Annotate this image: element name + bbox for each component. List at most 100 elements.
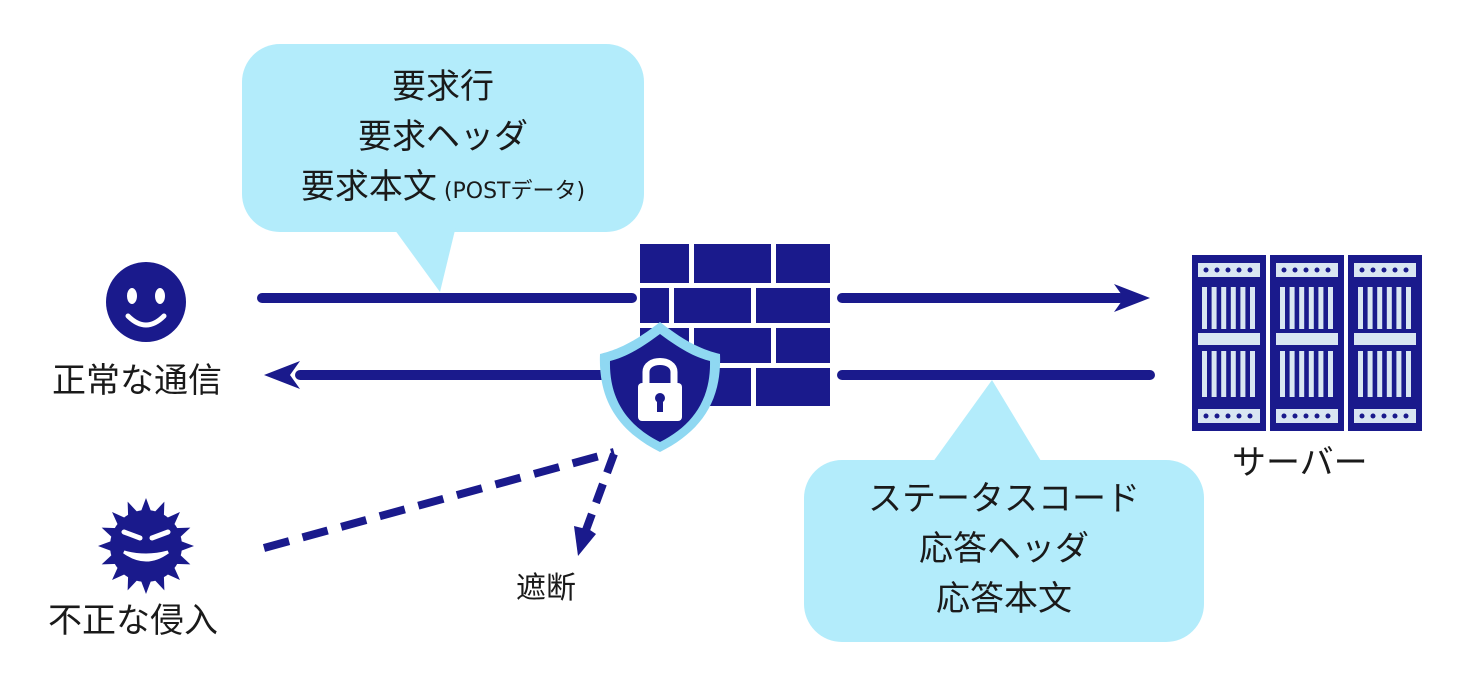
server-drive-bar [1358, 351, 1363, 397]
server-led [1225, 413, 1231, 419]
blocked-label: 遮断 [516, 571, 576, 606]
shield-lock-icon [599, 322, 721, 452]
server-drive-bar [1308, 351, 1314, 397]
response-headers: 応答ヘッダ [919, 529, 1089, 569]
server-drive-bar [1202, 287, 1207, 329]
request-headers: 要求ヘッダ [358, 117, 528, 157]
normal-traffic-label: 正常な通信 [52, 361, 222, 401]
server-divider [1354, 333, 1416, 345]
request-line: 要求行 [392, 67, 494, 107]
server-led [1281, 413, 1287, 419]
status-code: ステータスコード [868, 479, 1140, 519]
virus-spike [98, 540, 113, 552]
virus-spike [179, 540, 194, 552]
server-led [1303, 413, 1309, 419]
server-drive-bar [1240, 287, 1246, 329]
virus-spike [140, 579, 152, 594]
server-led [1214, 413, 1220, 419]
server-drive-bar [1280, 287, 1285, 329]
server-drive-bar [1367, 287, 1373, 329]
request-body-line: 要求本文 (POSTデータ) [242, 162, 644, 217]
server-drive-bar [1358, 287, 1363, 329]
server-drive-bar [1289, 287, 1295, 329]
server-led [1281, 267, 1287, 273]
response-bubble [804, 380, 1204, 642]
smiley-face-icon [106, 262, 186, 342]
server-drive-bar [1396, 287, 1402, 329]
virus-spike [112, 512, 127, 527]
server-led [1325, 413, 1331, 419]
intrusion-label: 不正な侵入 [48, 601, 218, 641]
server-drive-bar [1211, 287, 1217, 329]
server-led [1403, 413, 1409, 419]
server-led [1381, 267, 1387, 273]
server-led [1203, 267, 1209, 273]
server-drive-bar [1318, 287, 1324, 329]
server-label: サーバー [1232, 443, 1368, 483]
request-body-note: (POSTデータ) [436, 179, 586, 204]
server-drive-bar [1367, 351, 1373, 397]
server-led [1292, 267, 1298, 273]
server-led [1303, 267, 1309, 273]
server-led [1225, 267, 1231, 273]
server-drive-bar [1230, 287, 1236, 329]
server-led [1370, 413, 1376, 419]
server-led [1314, 413, 1320, 419]
server-led [1359, 413, 1365, 419]
server-drive-bar [1328, 287, 1333, 329]
server-drive-bar [1308, 287, 1314, 329]
server-drive-bar [1250, 287, 1255, 329]
request-bubble-text: 要求行 要求ヘッダ 要求本文 (POSTデータ) [242, 62, 644, 217]
server-led [1314, 267, 1320, 273]
server-led [1370, 267, 1376, 273]
server-drive-bar [1202, 351, 1207, 397]
server-drive-bar [1230, 351, 1236, 397]
virus-spike [140, 498, 152, 513]
server-drive-bar [1280, 351, 1285, 397]
server-led [1392, 413, 1398, 419]
server-drive-bar [1377, 287, 1383, 329]
server-drive-bar [1221, 287, 1227, 329]
response-body: 応答本文 [936, 579, 1072, 619]
server-led [1236, 413, 1242, 419]
server-led [1247, 267, 1253, 273]
server-led [1292, 413, 1298, 419]
server-drive-bar [1406, 287, 1411, 329]
server-drive-bar [1299, 351, 1305, 397]
server-rack-icon [1192, 255, 1422, 431]
server-led [1359, 267, 1365, 273]
server-drive-bar [1221, 351, 1227, 397]
server-drive-bar [1396, 351, 1402, 397]
virus-face-icon [98, 498, 194, 594]
server-led [1381, 413, 1387, 419]
request-body: 要求本文 [300, 167, 437, 207]
server-drive-bar [1386, 351, 1392, 397]
blocked-intrusion-path [262, 448, 618, 556]
server-drive-bar [1318, 351, 1324, 397]
server-divider [1198, 333, 1260, 345]
response-bubble-text: ステータスコード 応答ヘッダ 応答本文 [804, 474, 1204, 624]
response-arrow [264, 361, 1155, 389]
server-led [1203, 413, 1209, 419]
server-drive-bar [1240, 351, 1246, 397]
server-drive-bar [1250, 351, 1255, 397]
server-drive-bar [1386, 287, 1392, 329]
server-led [1247, 413, 1253, 419]
server-led [1392, 267, 1398, 273]
virus-spike [165, 565, 180, 580]
server-drive-bar [1328, 351, 1333, 397]
server-drive-bar [1406, 351, 1411, 397]
server-drive-bar [1211, 351, 1217, 397]
server-led [1325, 267, 1331, 273]
server-divider [1276, 333, 1338, 345]
request-bubble [242, 44, 644, 292]
server-led [1236, 267, 1242, 273]
request-arrow [257, 284, 1150, 312]
virus-spike [165, 512, 180, 527]
server-drive-bar [1377, 351, 1383, 397]
virus-spike [112, 565, 127, 580]
server-led [1403, 267, 1409, 273]
server-drive-bar [1299, 287, 1305, 329]
server-led [1214, 267, 1220, 273]
